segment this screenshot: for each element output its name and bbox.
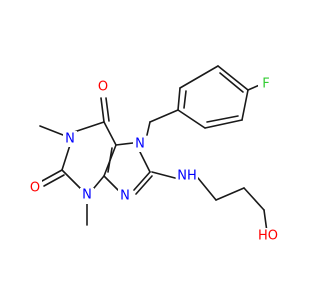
atom-N9: N — [118, 188, 132, 204]
atom-label-NH: NH — [177, 169, 197, 184]
atom-label-O2: O — [30, 181, 40, 196]
bond-c-nh — [151, 171, 176, 179]
molecule-drawing: F O O N N N N NH HO — [28, 65, 283, 245]
carbonyl-bond — [41, 169, 63, 182]
atom-label-O6: O — [98, 80, 108, 95]
bond — [139, 151, 151, 173]
atom-label-N7: N — [135, 137, 145, 152]
double-bond — [183, 90, 187, 109]
bond — [177, 109, 206, 129]
fluorophenyl-ring — [177, 65, 263, 129]
atom-N1: N — [63, 131, 77, 147]
atom-O2: O — [28, 180, 42, 196]
atom-label-OH: HO — [258, 229, 278, 244]
chain-bond — [243, 187, 265, 211]
bond — [61, 169, 81, 189]
double-bond — [107, 147, 113, 173]
atom-label-N3: N — [82, 188, 92, 203]
atom-O6: O — [96, 78, 110, 95]
bond — [73, 121, 105, 133]
carbonyl-bond — [105, 97, 110, 122]
atom-NH: NH — [176, 168, 198, 186]
bond — [103, 121, 117, 146]
bond — [103, 175, 119, 191]
atom-N3: N — [80, 188, 94, 204]
bond — [177, 87, 181, 111]
double-bond — [219, 72, 244, 93]
molecule-structure: F O O N N N N NH HO — [28, 65, 283, 245]
atom-F: F — [258, 77, 270, 92]
bond — [217, 65, 249, 91]
chain-bond — [197, 177, 217, 201]
bond — [93, 175, 105, 189]
pyrimidine-ring — [61, 121, 117, 189]
double-bond — [135, 175, 153, 195]
atom-label-N9: N — [120, 189, 130, 204]
bond — [146, 121, 151, 136]
bond — [149, 109, 179, 123]
carbonyl-bond — [43, 174, 65, 187]
atom-label-N1: N — [65, 132, 75, 147]
atom-label-F: F — [262, 77, 269, 92]
carbonyl-bond — [100, 97, 105, 123]
atom-N7: N — [133, 136, 147, 152]
methyl-bond — [39, 125, 64, 136]
bond — [179, 65, 219, 89]
bond — [204, 119, 243, 129]
bond — [115, 142, 134, 146]
bond — [133, 171, 151, 191]
bond — [61, 144, 71, 171]
bond — [241, 89, 249, 121]
double-bond — [206, 115, 239, 123]
chain-bond — [215, 187, 245, 201]
atom-OH: HO — [257, 228, 283, 245]
